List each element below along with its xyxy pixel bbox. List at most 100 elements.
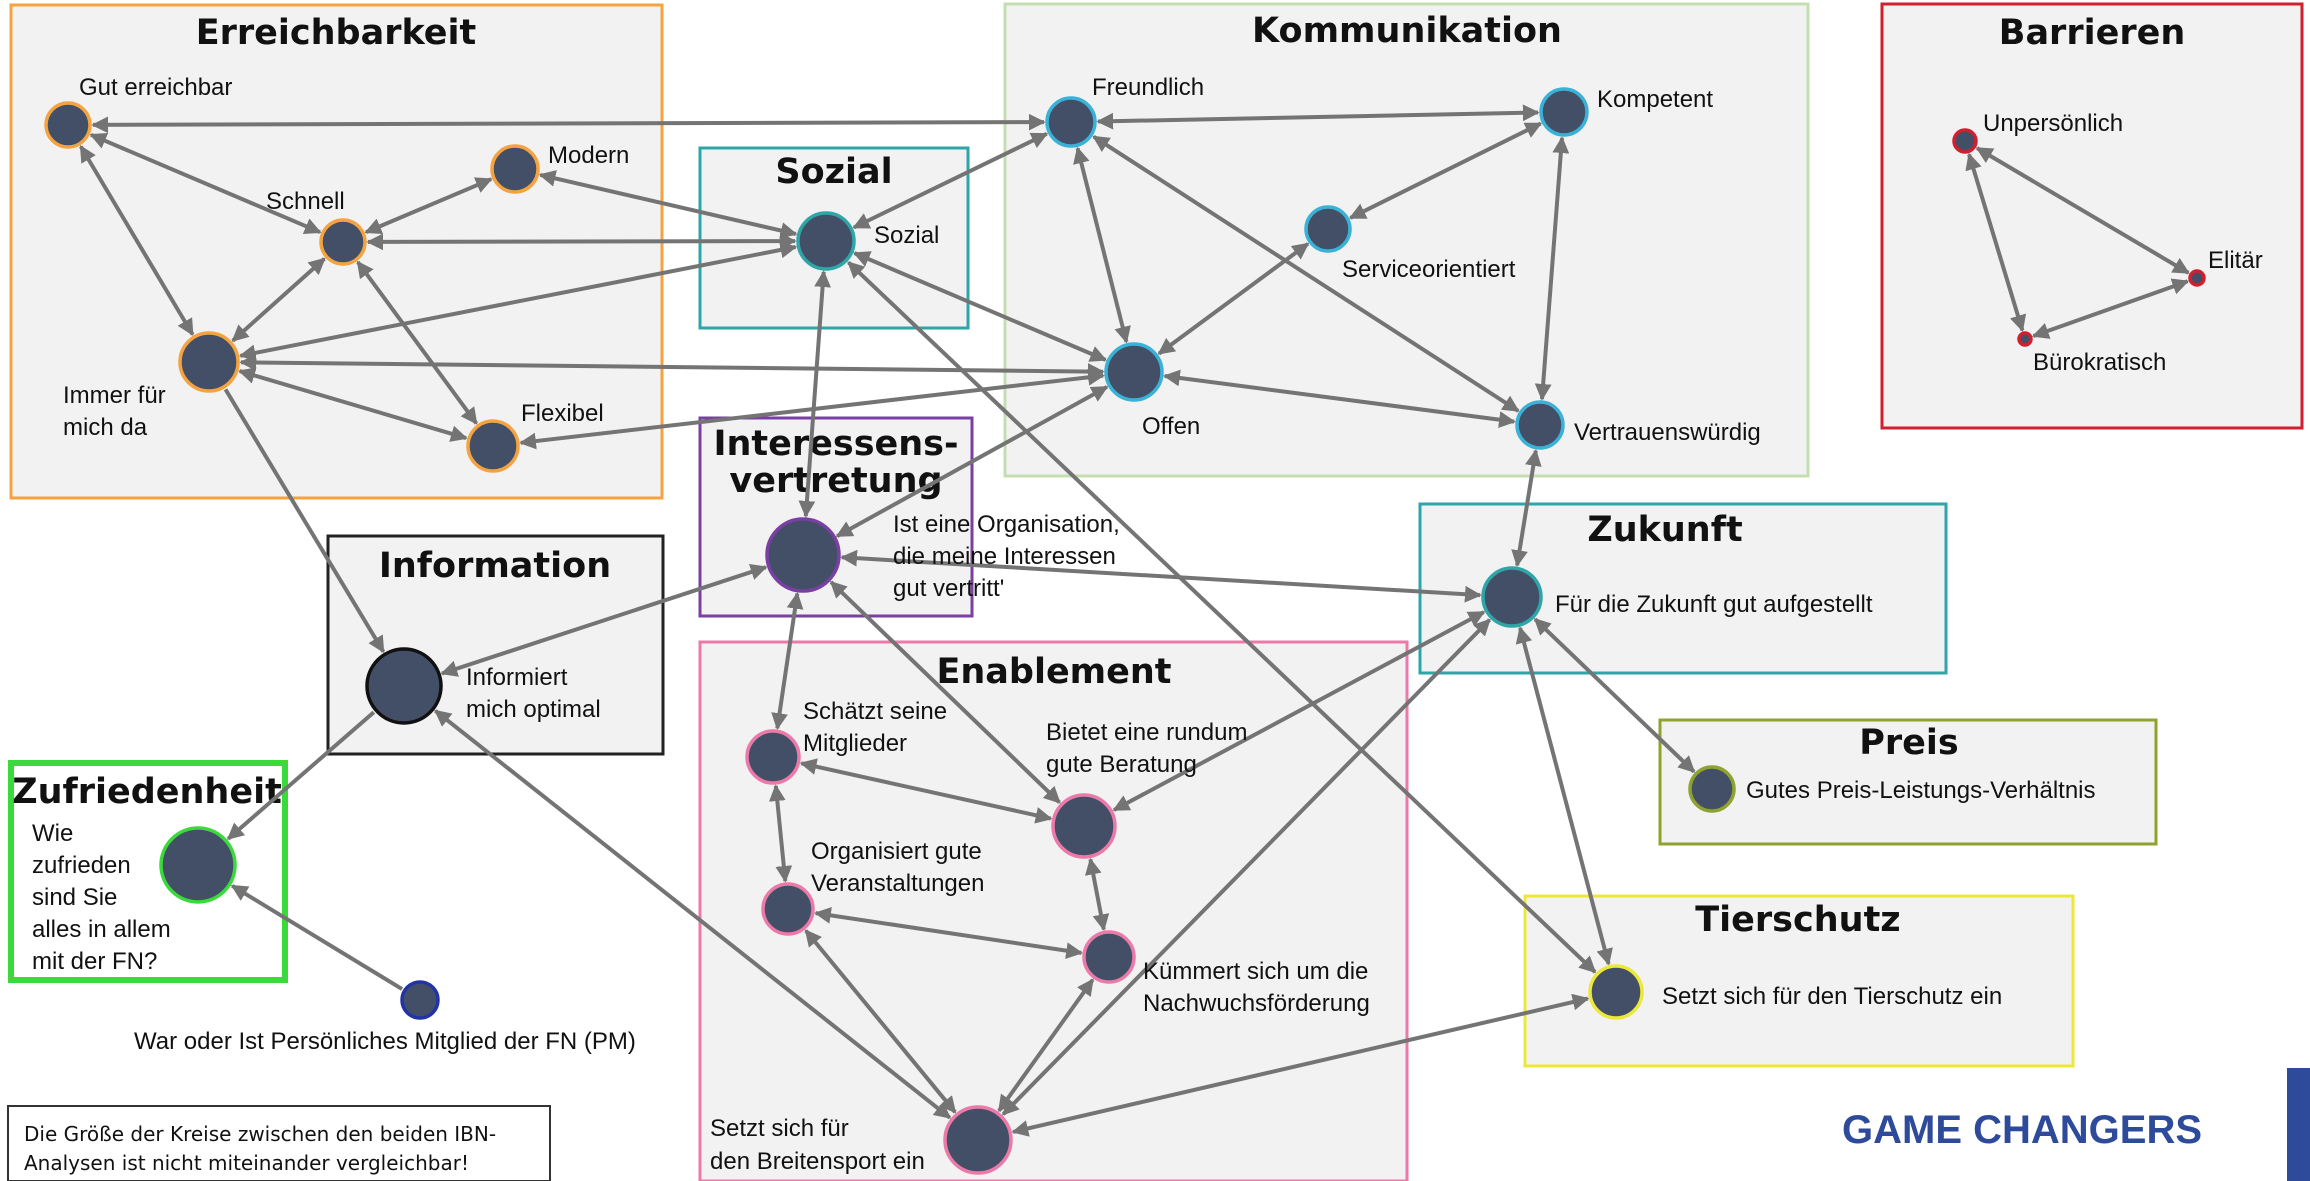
group-zukunft-title: Zukunft xyxy=(1587,510,1742,550)
edge-buerokratisch-elitaer xyxy=(2031,278,2190,339)
group-interessen-title-1: Interessens- xyxy=(713,424,958,464)
node-label-preis: Gutes Preis-Leistungs-Verhältnis xyxy=(1746,777,2096,804)
group-sozial-title: Sozial xyxy=(775,152,892,192)
group-erreichbarkeit-title: Erreichbarkeit xyxy=(196,13,477,53)
edge-schnell-modern xyxy=(364,177,493,235)
node-label-offen: Offen xyxy=(1142,413,1200,440)
node-flexibel xyxy=(466,419,520,473)
node-zukunft xyxy=(1481,566,1543,628)
footnote-line-1: Die Größe der Kreise zwischen den beiden… xyxy=(24,1122,496,1146)
node-label-breitensport-1: Setzt sich für xyxy=(710,1115,849,1142)
node-label-service: Serviceorientiert xyxy=(1342,256,1516,283)
node-label-schaetzt-1: Schätzt seine xyxy=(803,698,947,725)
node-freundlich xyxy=(1045,96,1097,148)
group-zufriedenheit-frame xyxy=(8,760,288,983)
group-information-title: Information xyxy=(379,546,611,586)
node-label-vertrauen: Vertrauenswürdig xyxy=(1574,419,1761,446)
node-label-beratung-1: Bietet eine rundum xyxy=(1046,719,1247,746)
node-label-schaetzt-2: Mitglieder xyxy=(803,730,907,757)
node-label-buerokratisch: Bürokratisch xyxy=(2033,349,2166,376)
node-label-informiert-1: Informiert xyxy=(466,664,568,691)
edge-immer-flexibel xyxy=(238,367,468,442)
edge-offen-vertrauen xyxy=(1163,369,1516,428)
group-tierschutz-title: Tierschutz xyxy=(1695,900,1900,940)
node-label-sozial: Sozial xyxy=(874,222,939,249)
node-label-zukunft: Für die Zukunft gut aufgestellt xyxy=(1555,591,1873,618)
node-label-kompetent: Kompetent xyxy=(1597,86,1713,113)
edge-zukunft-tierschutz xyxy=(1515,626,1613,966)
edge-interessen-schaetzt xyxy=(771,591,804,730)
edge-pm-zufrieden xyxy=(230,884,404,991)
node-label-gut_erreichbar: Gut erreichbar xyxy=(79,74,232,101)
edge-modern-sozial xyxy=(538,170,798,239)
edge-gut_erreichbar-freundlich xyxy=(91,113,1046,134)
footnote-box: Die Größe der Kreise zwischen den beiden… xyxy=(7,1105,551,1181)
edge-immer-sozial xyxy=(238,241,798,362)
node-label-beratung-2: gute Beratung xyxy=(1046,751,1197,778)
group-zufriedenheit: Zufriedenheit xyxy=(8,760,288,983)
node-breitensport xyxy=(943,1105,1013,1175)
node-label-zufrieden-2: zufrieden xyxy=(32,852,131,879)
node-label-breitensport-2: den Breitensport ein xyxy=(710,1148,925,1175)
brand-logo-block xyxy=(2287,1068,2310,1181)
group-enablement-title: Enablement xyxy=(936,652,1171,692)
node-buerokratisch xyxy=(2017,331,2033,347)
edge-interessen-zukunft xyxy=(840,549,1482,603)
group-preis: Preis xyxy=(1658,718,2158,846)
node-gut_erreichbar xyxy=(44,101,92,149)
edge-immer-informiert xyxy=(223,388,386,654)
edge-interessen-informiert xyxy=(440,563,768,677)
group-barrieren-title: Barrieren xyxy=(1999,13,2185,53)
edge-service-offen xyxy=(1157,242,1310,356)
edge-schnell-sozial xyxy=(366,232,797,251)
node-label-interessen-2: die meine Interessen xyxy=(893,543,1116,570)
group-kommunikation-title: Kommunikation xyxy=(1252,11,1562,51)
node-service xyxy=(1304,205,1352,253)
node-label-flexibel: Flexibel xyxy=(521,400,604,427)
edge-beratung-nachwuchs xyxy=(1084,857,1110,932)
node-label-nachwuchs-2: Nachwuchsförderung xyxy=(1143,990,1370,1017)
node-tierschutz xyxy=(1588,964,1644,1020)
node-label-zufrieden-4: alles in allem xyxy=(32,916,171,943)
group-preis-title: Preis xyxy=(1859,723,1958,763)
node-label-immer-1: Immer für xyxy=(63,382,166,409)
edge-veranstaltungen-breitensport xyxy=(804,929,957,1114)
node-immer xyxy=(178,331,240,393)
node-beratung xyxy=(1051,793,1117,859)
node-pm xyxy=(400,980,440,1020)
node-label-elitaer: Elitär xyxy=(2208,247,2263,274)
footnote-line-2: Analysen ist nicht miteinander vergleich… xyxy=(24,1151,469,1175)
edge-kompetent-service xyxy=(1348,121,1543,220)
node-zufrieden xyxy=(159,826,237,904)
edge-schaetzt-veranstaltungen xyxy=(768,784,793,883)
node-label-zufrieden-3: sind Sie xyxy=(32,884,117,911)
node-informiert xyxy=(365,647,443,725)
node-label-interessen-3: gut vertritt' xyxy=(893,575,1004,602)
node-label-veranstaltungen-1: Organisiert gute xyxy=(811,838,982,865)
node-label-zufrieden-1: Wie xyxy=(32,820,73,847)
edge-gut_erreichbar-immer xyxy=(79,145,195,336)
node-veranstaltungen xyxy=(761,882,815,936)
node-label-nachwuchs-1: Kümmert sich um die xyxy=(1143,958,1368,985)
edge-vertrauen-zukunft xyxy=(1511,449,1542,568)
node-label-tierschutz: Setzt sich für den Tierschutz ein xyxy=(1662,983,2002,1010)
edge-unpersoenlich-buerokratisch xyxy=(1965,152,2027,333)
edge-offen-interessen xyxy=(835,385,1109,538)
edge-schaetzt-beratung xyxy=(799,758,1053,824)
node-kompetent xyxy=(1539,87,1589,137)
node-sozial xyxy=(796,211,856,271)
node-offen xyxy=(1104,342,1164,402)
edge-sozial-interessen xyxy=(798,270,831,518)
node-vertrauen xyxy=(1515,400,1565,450)
node-label-freundlich: Freundlich xyxy=(1092,74,1204,101)
edge-informiert-zufrieden xyxy=(226,710,376,841)
edge-freundlich-kompetent xyxy=(1096,104,1540,130)
edge-sozial-freundlich xyxy=(852,132,1049,230)
node-preis xyxy=(1688,765,1736,813)
group-preis-frame xyxy=(1658,718,2158,846)
node-label-interessen-1: Ist eine Organisation, xyxy=(893,511,1120,538)
node-label-veranstaltungen-2: Veranstaltungen xyxy=(811,870,984,897)
group-zufriedenheit-title: Zufriedenheit xyxy=(12,772,282,812)
